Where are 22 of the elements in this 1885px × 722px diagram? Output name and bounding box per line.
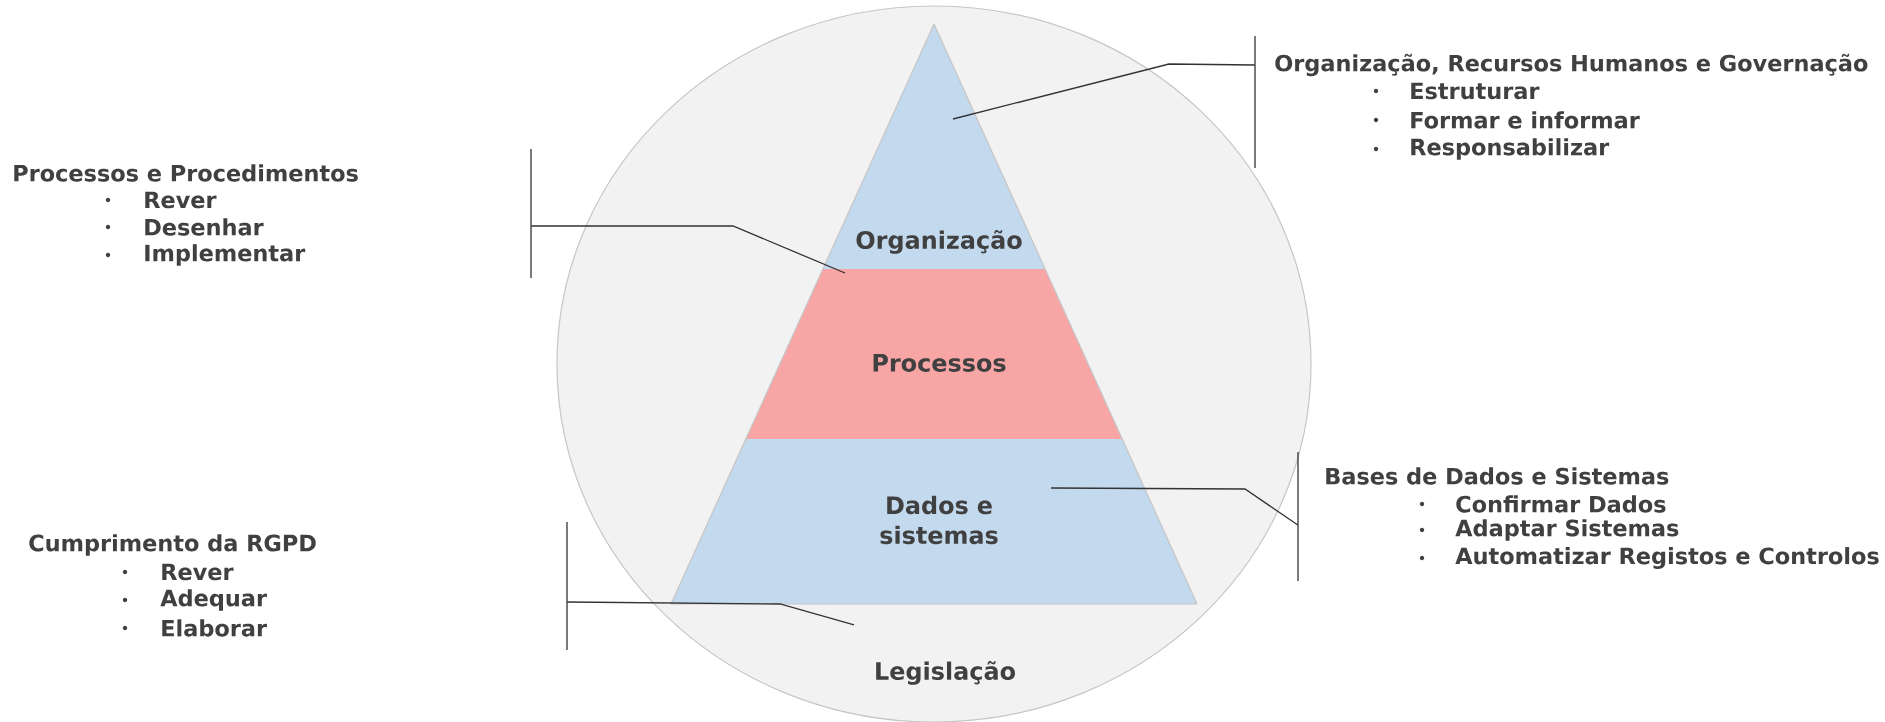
bullet-item: Formar e informar [1373,111,1640,129]
callout-heading: Processos e Procedimentos [14,164,358,182]
leader-line [952,63,1256,120]
bullet-item: Responsabilizar [1373,138,1610,160]
bullet-item: Adaptar Sistemas [1419,519,1679,541]
leader-line [530,225,846,274]
callout-heading: Bases de Dados e Sistemas [1326,467,1669,485]
leader-line [1050,487,1299,526]
pyramid-band: Organização [822,23,1046,270]
leader-line [566,601,855,626]
bullet-item: Elaborar [122,619,267,637]
bullet-item: Confirmar Dados [1419,495,1666,513]
bullet-item: Rever [122,563,234,581]
bullet-item: Desenhar [105,218,264,236]
callout-heading: Cumprimento da RGPD [29,534,316,556]
bullet-item: Automatizar Registos e Controlos [1419,547,1879,569]
bullet-item: Estruturar [1373,82,1540,100]
bullet-item: Rever [105,191,217,209]
bullet-item: Adequar [122,589,267,611]
bullet-item: Implementar [105,244,306,266]
pyramid-band: Dados e sistemas [670,438,1198,605]
pyramid-band: Processos [745,268,1123,440]
